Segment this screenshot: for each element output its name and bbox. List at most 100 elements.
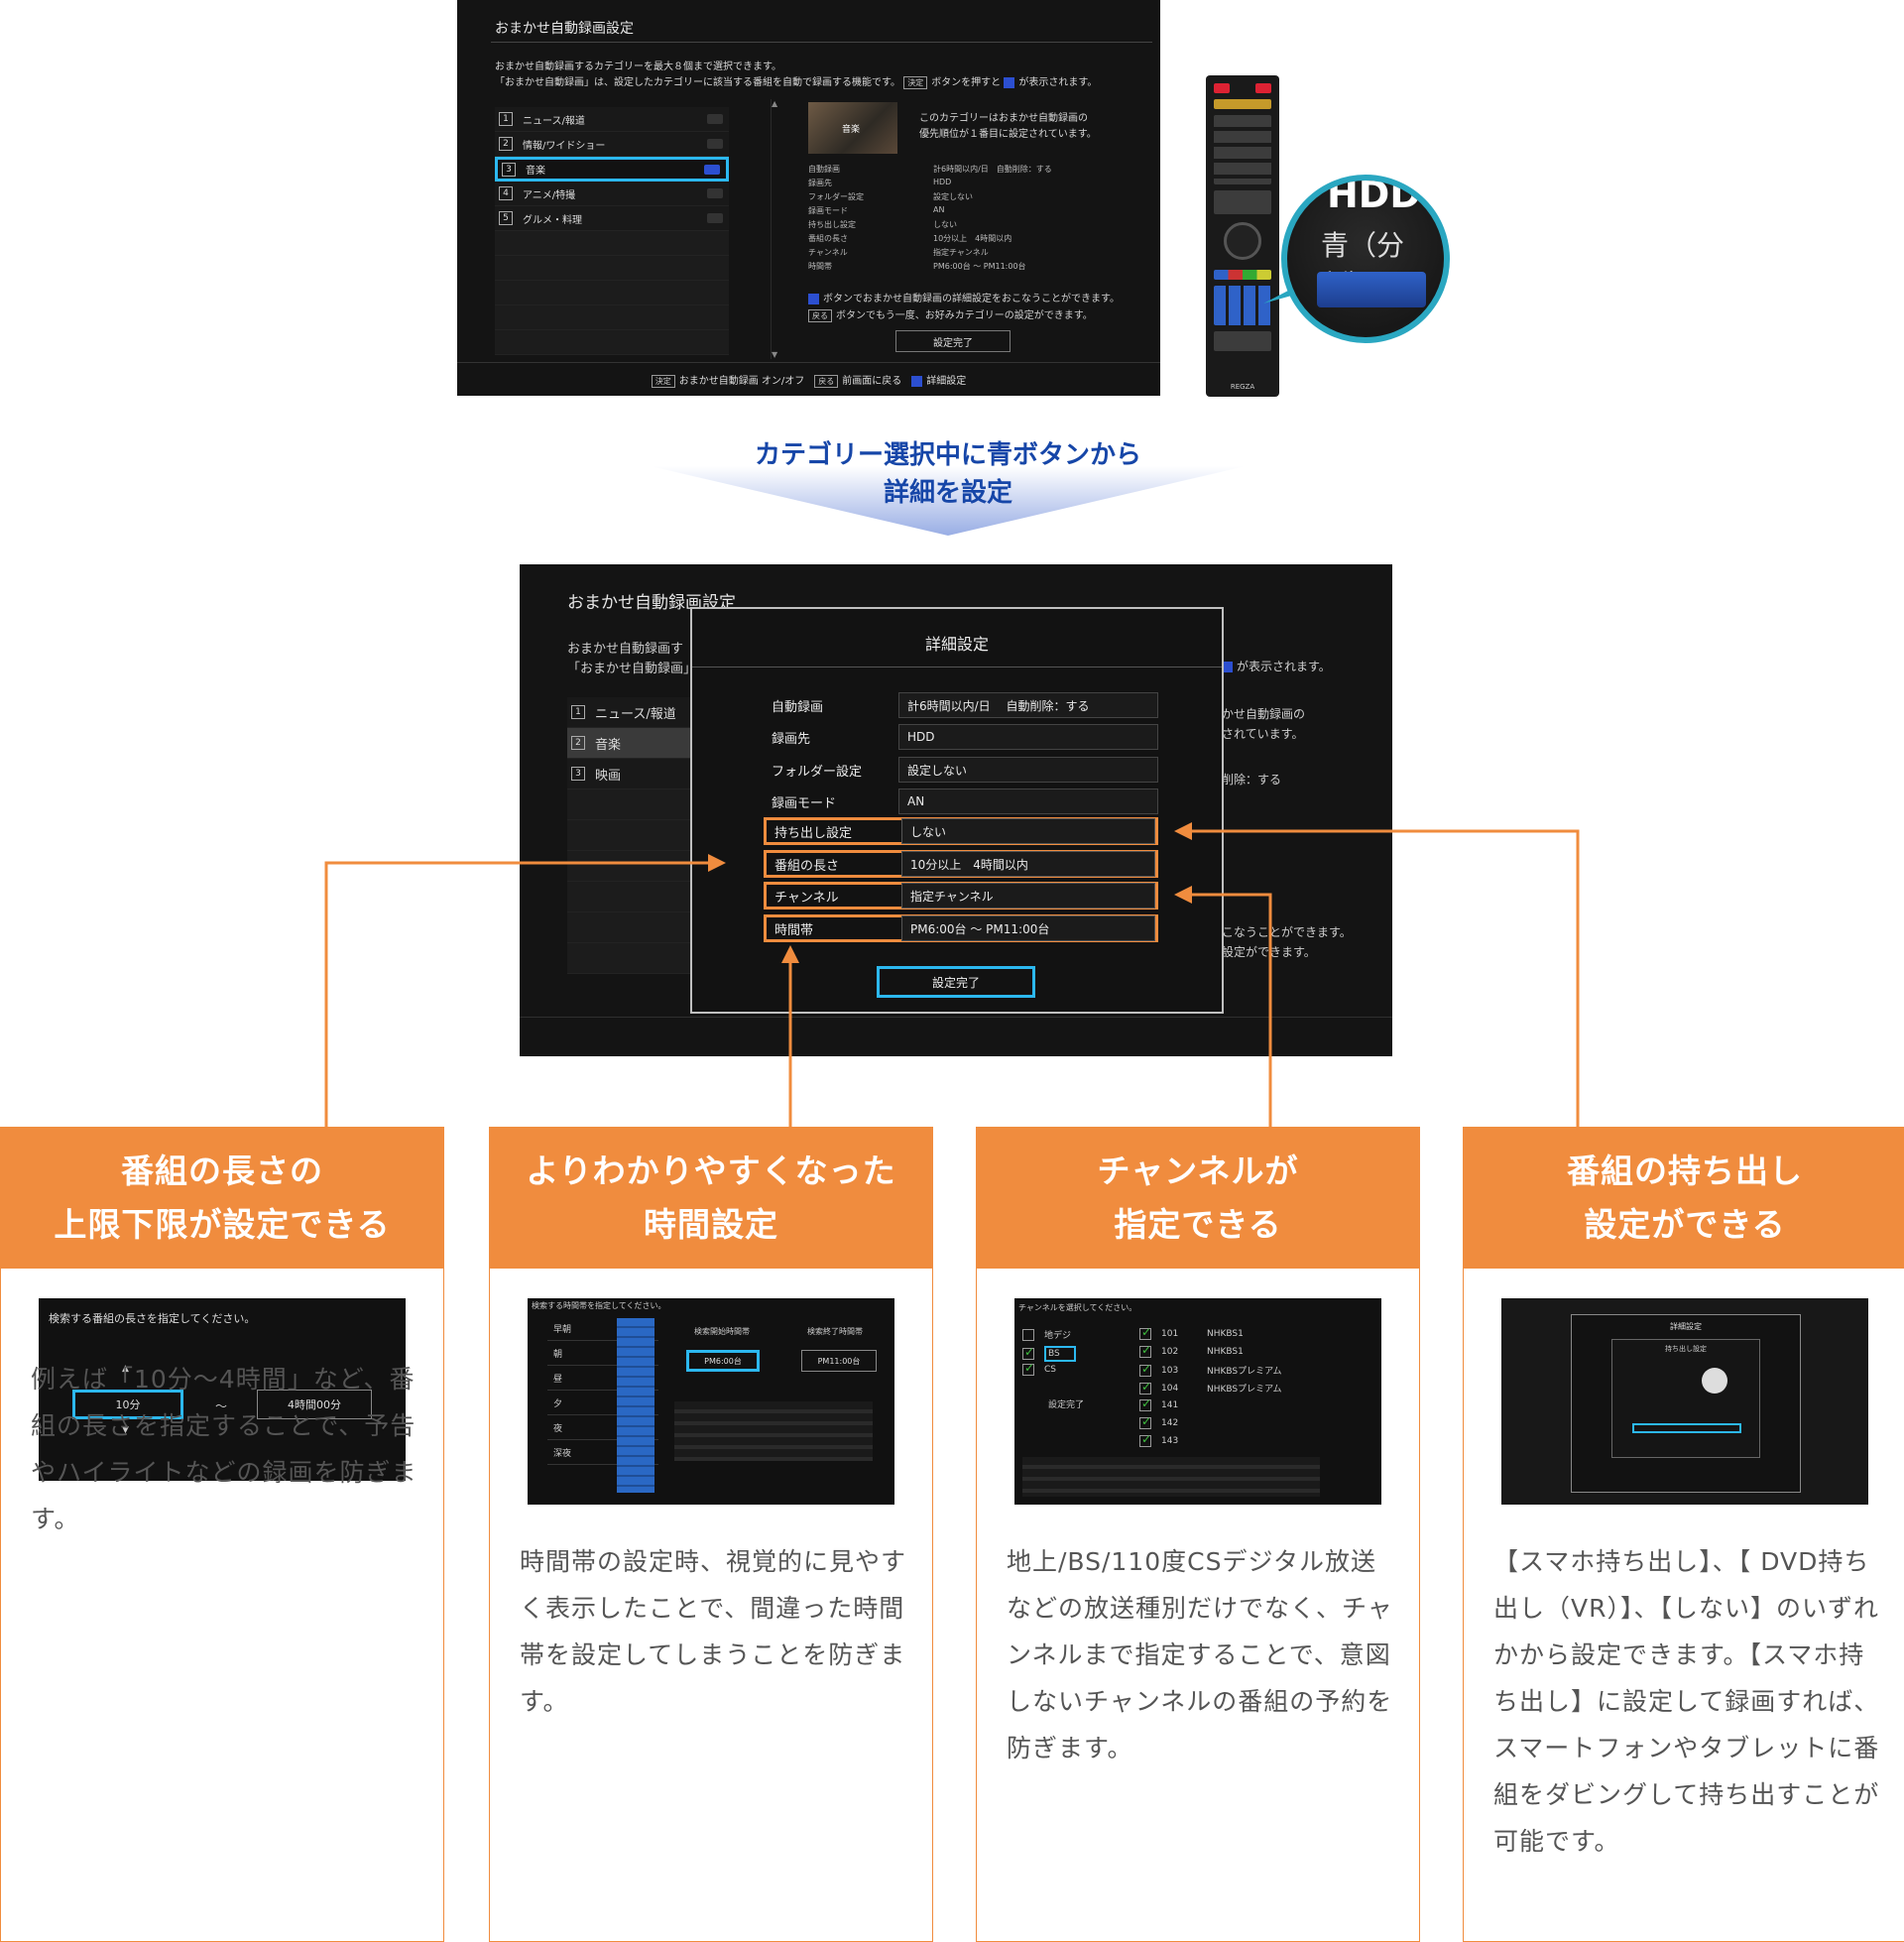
- channel-row[interactable]: 101 NHKBS1: [1139, 1325, 1244, 1340]
- max-length-field[interactable]: 4時間00分: [257, 1390, 372, 1419]
- broadcast-buttons[interactable]: [1214, 99, 1271, 109]
- broadcast-type-row[interactable]: 地デジ: [1022, 1328, 1071, 1341]
- priority-note: このカテゴリーはおまかせ自動録画の 優先順位が１番目に設定されています。: [919, 111, 1097, 143]
- category-number: 3: [502, 162, 516, 177]
- channel-row[interactable]: 143: [1139, 1432, 1207, 1447]
- hint-back-key: 戻るボタンでもう一度、お好みカテゴリーの設定ができます。: [808, 306, 1093, 322]
- checkbox[interactable]: [1139, 1396, 1151, 1411]
- background-text: 削除：する: [1222, 773, 1282, 787]
- channel-number: 101: [1161, 1329, 1179, 1339]
- detail-key: 番組の長さ: [808, 234, 848, 243]
- setting-row-folder[interactable]: フォルダー設定設定しない: [764, 756, 1158, 784]
- background-text: が表示されます。: [1222, 658, 1331, 674]
- number-pad[interactable]: [1214, 115, 1271, 184]
- scrollbar[interactable]: ▲ ▼: [771, 99, 778, 359]
- toggle-indicator: [707, 114, 723, 124]
- detail-value: 計6時間以内/日 自動削除：する: [933, 165, 1052, 174]
- hint-blue-key: ボタンでおまかせ自動録画の詳細設定をおこなうことができます。: [808, 290, 1120, 304]
- scroll-up-icon[interactable]: ▲: [772, 99, 778, 108]
- setting-value: HDD: [898, 724, 1158, 750]
- input-button[interactable]: [1255, 83, 1271, 93]
- dpad[interactable]: [1224, 222, 1261, 260]
- detail-row: 持ち出し設定しない: [808, 219, 1052, 233]
- hdd-buttons[interactable]: [1214, 331, 1271, 351]
- key-badge-enter: 決定: [903, 76, 928, 89]
- checkbox[interactable]: [1139, 1414, 1151, 1429]
- channel-name: NHKBSプレミアム: [1207, 1367, 1282, 1377]
- card-title-line: 指定できる: [1114, 1205, 1282, 1244]
- playback-buttons[interactable]: [1214, 286, 1271, 325]
- checkbox[interactable]: [1022, 1361, 1034, 1376]
- card-title-line: 時間設定: [644, 1205, 778, 1244]
- broadcast-type-row[interactable]: BS: [1022, 1345, 1076, 1362]
- power-button[interactable]: [1214, 83, 1230, 93]
- done-button[interactable]: 設定完了: [895, 330, 1011, 352]
- setting-label: 時間帯: [774, 922, 814, 938]
- category-number: 2: [499, 137, 513, 151]
- blue-button[interactable]: [1317, 272, 1426, 307]
- category-label: 音楽: [595, 737, 622, 753]
- zoom-blue-button: HDD 青（分割）: [1281, 175, 1450, 343]
- category-slot-empty[interactable]: [495, 281, 729, 305]
- checkbox[interactable]: [1139, 1325, 1151, 1340]
- menu-buttons[interactable]: [1214, 190, 1271, 214]
- checkbox[interactable]: [1139, 1343, 1151, 1358]
- card-header: 番組の持ち出し 設定ができる: [1464, 1128, 1904, 1269]
- down-arrow-icon[interactable]: ▼: [122, 1425, 129, 1435]
- checkbox[interactable]: [1139, 1380, 1151, 1395]
- mini-dialog-title: 詳細設定: [1670, 1322, 1702, 1331]
- broadcast-type: 地デジ: [1044, 1331, 1072, 1341]
- category-slot-empty[interactable]: [495, 256, 729, 281]
- feature-card-takeout: 番組の持ち出し 設定ができる 詳細設定 持ち出し設定 【スマホ持ち出し】、【 D…: [1463, 1127, 1904, 1942]
- start-time-field[interactable]: PM6:00台: [686, 1350, 760, 1372]
- end-time-field[interactable]: PM11:00台: [801, 1350, 877, 1372]
- channel-name: NHKBS1: [1207, 1329, 1244, 1339]
- key-badge-enter: 決定: [651, 374, 675, 388]
- feature-card-channel: チャンネルが 指定できる チャンネルを選択してください。 地デジ BS CS 設…: [976, 1127, 1420, 1942]
- screenshot-channel-select: チャンネルを選択してください。 地デジ BS CS 設定完了 101NHKBS1…: [1014, 1298, 1381, 1505]
- card-title-line: 上限下限が設定できる: [54, 1205, 391, 1244]
- footer-item: 詳細設定: [911, 372, 966, 387]
- category-slot-empty[interactable]: [495, 305, 729, 330]
- background-text: 設定ができます。: [1222, 945, 1316, 959]
- end-label: 検索終了時間帯: [807, 1327, 863, 1336]
- up-arrow-icon[interactable]: ▲: [122, 1364, 129, 1374]
- checkbox[interactable]: [1139, 1432, 1151, 1447]
- channel-row[interactable]: 142: [1139, 1414, 1207, 1429]
- color-buttons[interactable]: [1214, 270, 1271, 280]
- min-length-field[interactable]: 10分: [72, 1390, 183, 1419]
- background-text: されています。: [1222, 727, 1304, 741]
- channel-number: 102: [1161, 1347, 1179, 1357]
- setting-row-channel[interactable]: チャンネル指定チャンネル: [764, 882, 1158, 910]
- checkbox[interactable]: [1139, 1362, 1151, 1377]
- channel-row[interactable]: 141: [1139, 1396, 1207, 1411]
- setting-value: 計6時間以内/日 自動削除：する: [898, 692, 1158, 718]
- scroll-down-icon[interactable]: ▼: [772, 350, 778, 359]
- setting-row-auto-record[interactable]: 自動録画計6時間以内/日 自動削除：する: [764, 691, 1158, 719]
- checkbox[interactable]: [1022, 1328, 1034, 1341]
- option-selected[interactable]: [1632, 1423, 1741, 1433]
- category-slot-empty[interactable]: [495, 330, 729, 355]
- broadcast-type-row[interactable]: CS: [1022, 1361, 1056, 1376]
- checkbox[interactable]: [1022, 1345, 1034, 1360]
- done-button[interactable]: 設定完了: [877, 966, 1035, 998]
- feature-card-time-slot: よりわかりやすくなった 時間設定 検索する時間帯を指定してください。 早朝 朝 …: [489, 1127, 933, 1942]
- setting-label: 持ち出し設定: [774, 825, 853, 841]
- done-button[interactable]: 設定完了: [1048, 1400, 1085, 1410]
- setting-row-takeout[interactable]: 持ち出し設定しない: [764, 817, 1158, 845]
- category-slot-empty[interactable]: [495, 231, 729, 256]
